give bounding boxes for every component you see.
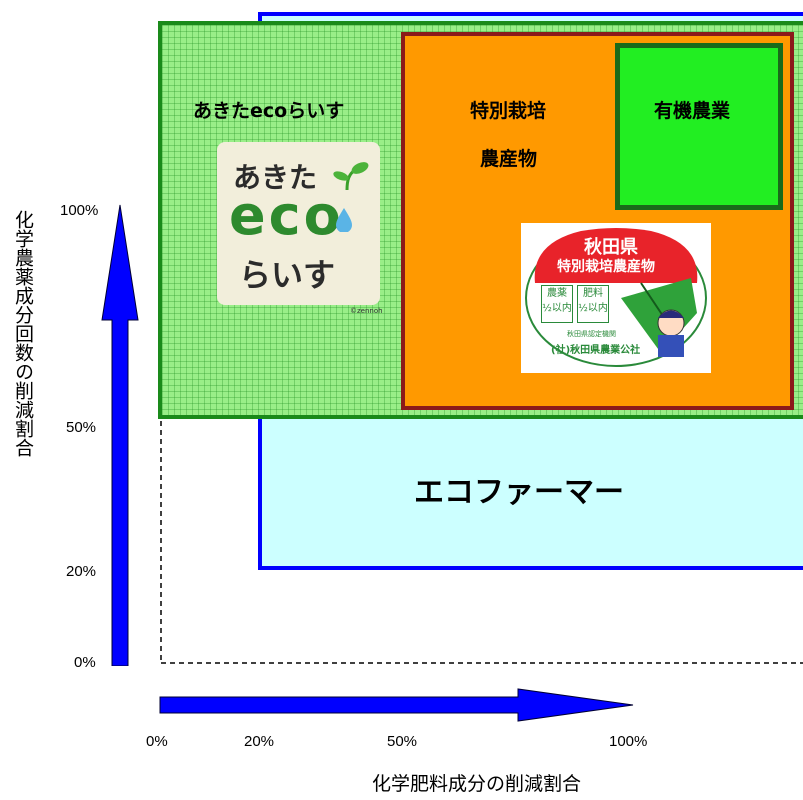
akita-eco-rice-label: あきたecoらいす [193, 100, 345, 122]
sprout-icon [333, 162, 369, 190]
organic-region [615, 43, 783, 210]
seal-box2-line1: 肥料 [583, 288, 603, 299]
seal-box1-line1: 農薬 [547, 288, 567, 299]
special-cultivation-seal: 秋田県 特別栽培農産物 農薬 ½以内 肥料 ½以内 秋田県認定機関 (社)秋田県… [521, 223, 711, 373]
seal-background [525, 228, 707, 367]
eco-farmer-label: エコファーマー [414, 475, 624, 510]
y-tick-50: 50% [66, 419, 97, 436]
y-tick-100: 100% [60, 202, 99, 219]
akita-eco-rice-logo: あきた eco らいす [217, 142, 380, 305]
y-tick-0: 0% [74, 654, 96, 671]
special-cultivation-label: 特別栽培 [470, 100, 547, 122]
eco-logo-line1: あきた [233, 161, 318, 194]
x-tick-50: 50% [387, 733, 418, 750]
y-axis-arrow [101, 204, 139, 666]
y-axis-label: 化学農薬成分回数の削減割合 [12, 210, 34, 457]
x-tick-100: 100% [609, 733, 648, 750]
x-axis-arrow [159, 688, 634, 722]
eco-logo-line2: eco [229, 184, 344, 247]
seal-cert: 秋田県認定機関 [567, 330, 616, 338]
seal-subtitle: 特別栽培農産物 [557, 259, 655, 275]
eco-logo-credit: ©zennoh [350, 307, 383, 315]
eco-logo-line3: らいす [239, 256, 336, 294]
x-tick-20: 20% [244, 733, 275, 750]
seal-box2-line2: ½以内 [578, 303, 608, 314]
organic-label: 有機農業 [654, 100, 731, 122]
special-cultivation-label-2: 農産物 [480, 148, 538, 170]
seal-box1-line2: ½以内 [542, 303, 572, 314]
x-tick-0: 0% [146, 733, 168, 750]
x-axis-label: 化学肥料成分の削減割合 [372, 773, 582, 795]
seal-box-fertilizer: 肥料 ½以内 [577, 285, 609, 323]
seal-org: (社)秋田県農業公社 [551, 345, 641, 356]
y-tick-20: 20% [66, 563, 97, 580]
water-drop-icon [336, 208, 352, 232]
seal-box-pesticide: 農薬 ½以内 [541, 285, 573, 323]
seal-title: 秋田県 [584, 237, 638, 258]
